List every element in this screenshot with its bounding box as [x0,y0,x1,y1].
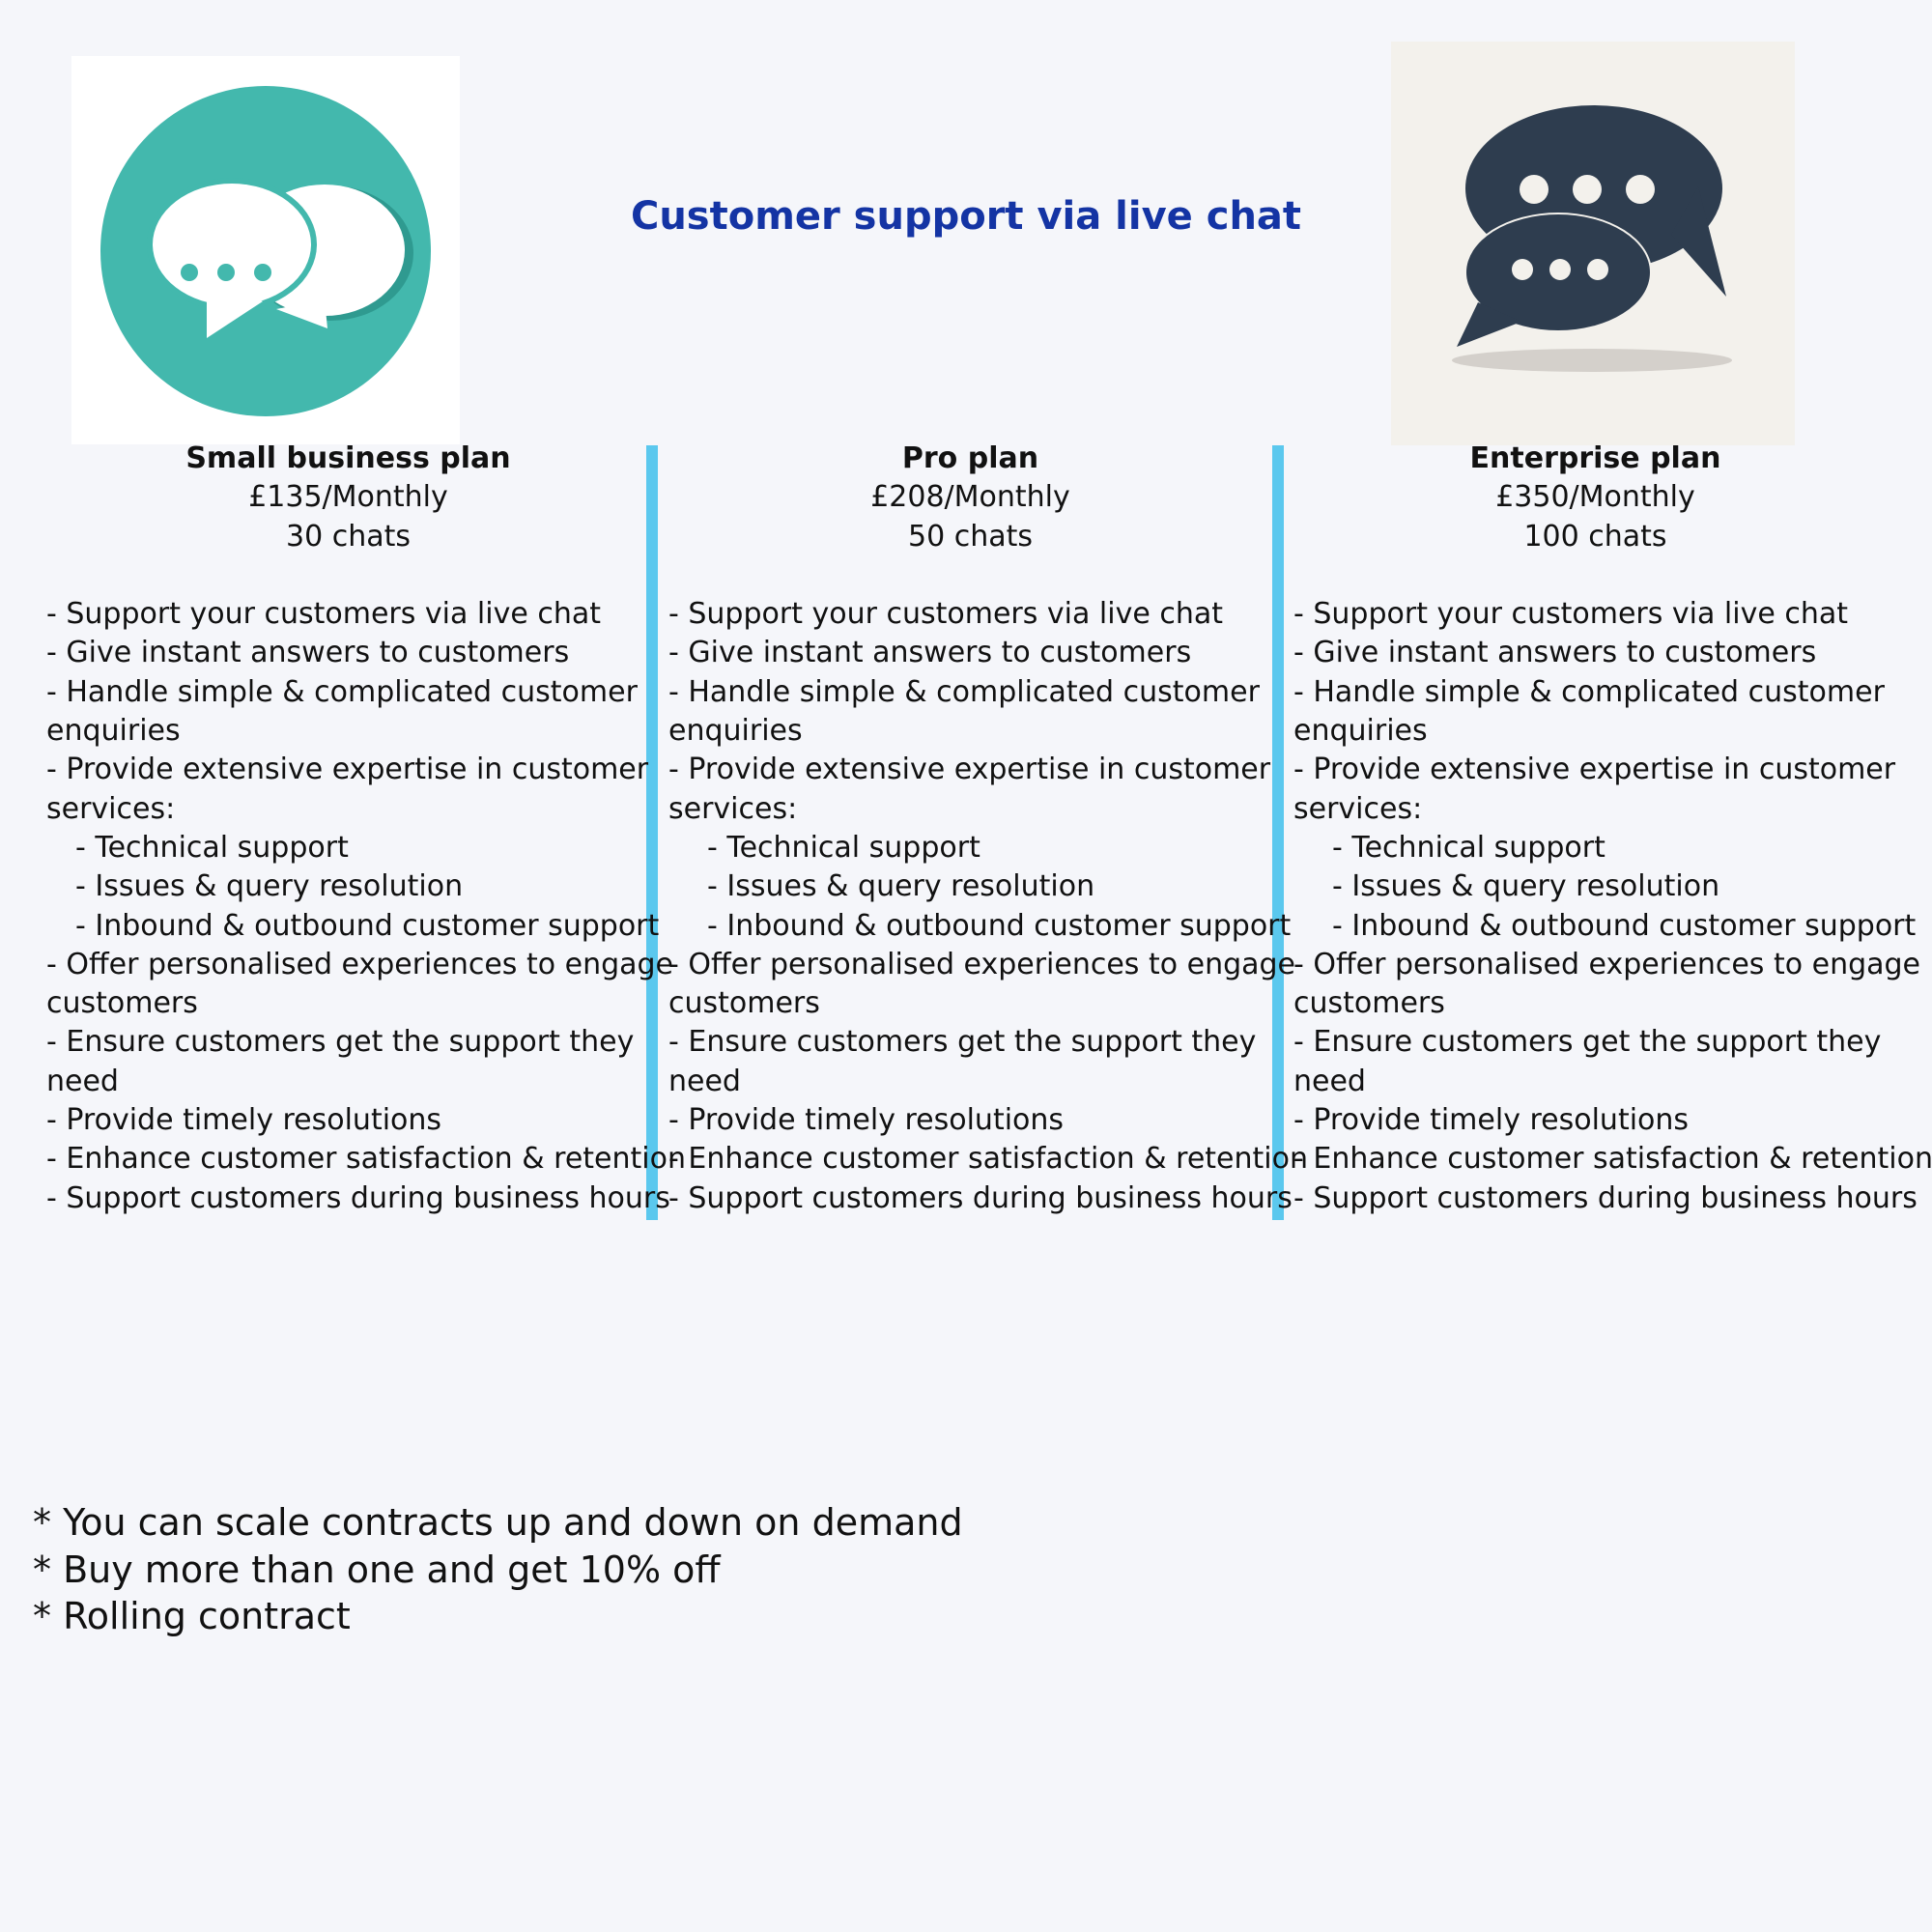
feature-item: enquiries [46,714,181,749]
feature-item: need [668,1064,741,1098]
feature-item: - Enhance customer satisfaction & retent… [46,1142,686,1177]
plan-price: £350/Monthly [1495,480,1695,515]
feature-subitem: - Technical support [1332,830,1605,865]
feature-item: - Offer personalised experiences to enga… [1293,947,1921,981]
feature-subitem: - Inbound & outbound customer support [1332,908,1917,943]
plan-name: Enterprise plan [1469,441,1721,475]
feature-item: - Enhance customer satisfaction & retent… [668,1142,1308,1177]
feature-item: - Handle simple & complicated customer [46,674,638,709]
feature-item: - Give instant answers to customers [668,636,1192,670]
feature-item: - Provide extensive expertise in custome… [668,753,1271,787]
feature-item: - Give instant answers to customers [46,636,570,670]
plan-price: £135/Monthly [248,480,448,515]
feature-subitem: - Technical support [707,830,980,865]
plan-chats: 100 chats [1523,519,1667,554]
feature-item: need [46,1064,119,1098]
feature-subitem: - Issues & query resolution [75,869,464,904]
feature-item: need [1293,1064,1366,1098]
feature-subitem: - Inbound & outbound customer support [707,908,1292,943]
feature-item: services: [668,791,798,826]
contract-notes: * You can scale contracts up and down on… [33,1499,963,1640]
plan-chats: 50 chats [908,519,1033,554]
feature-item: - Provide extensive expertise in custome… [46,753,649,787]
plan-header: Enterprise plan £350/Monthly 100 chats [1293,440,1897,556]
feature-item: services: [46,791,176,826]
page-title: Customer support via live chat [630,194,1302,239]
chat-logo-left [71,56,460,444]
feature-item: - Support your customers via live chat [46,597,601,632]
feature-item: - Support customers during business hour… [1293,1180,1918,1215]
column-divider [646,445,658,1220]
feature-item: - Support customers during business hour… [668,1180,1293,1215]
feature-list: - Support your customers via live chat -… [668,595,1308,1218]
feature-item: - Ensure customers get the support they [1293,1025,1882,1060]
feature-item: - Offer personalised experiences to enga… [46,947,674,981]
feature-item: customers [668,986,820,1021]
feature-item: - Support customers during business hour… [46,1180,670,1215]
plan-small-business: Small business plan £135/Monthly 30 chat… [46,440,686,1218]
feature-subitem: - Inbound & outbound customer support [75,908,660,943]
plan-chats: 30 chats [286,519,411,554]
feature-item: - Provide timely resolutions [1293,1103,1690,1138]
feature-item: customers [46,986,198,1021]
feature-item: - Support your customers via live chat [1293,597,1848,632]
feature-item: - Provide extensive expertise in custome… [1293,753,1896,787]
feature-item: - Ensure customers get the support they [668,1025,1257,1060]
chat-logo-right [1391,42,1795,445]
feature-item: enquiries [668,714,803,749]
feature-item: - Ensure customers get the support they [46,1025,635,1060]
feature-subitem: - Issues & query resolution [1332,869,1720,904]
plan-name: Pro plan [901,441,1039,475]
feature-item: - Offer personalised experiences to enga… [668,947,1296,981]
feature-item: - Provide timely resolutions [46,1103,442,1138]
feature-item: - Enhance customer satisfaction & retent… [1293,1142,1932,1177]
feature-list: - Support your customers via live chat -… [1293,595,1932,1218]
feature-item: services: [1293,791,1423,826]
feature-item: - Handle simple & complicated customer [668,674,1260,709]
feature-item: - Give instant answers to customers [1293,636,1817,670]
plan-name: Small business plan [185,441,511,475]
note-item: * Buy more than one and get 10% off [33,1548,721,1591]
note-item: * Rolling contract [33,1595,351,1637]
feature-item: customers [1293,986,1445,1021]
plan-enterprise: Enterprise plan £350/Monthly 100 chats -… [1293,440,1932,1218]
chat-bubbles-teal-circle-icon [100,86,431,416]
plan-price: £208/Monthly [870,480,1070,515]
plan-pro: Pro plan £208/Monthly 50 chats - Support… [668,440,1308,1218]
feature-item: - Support your customers via live chat [668,597,1223,632]
feature-item: enquiries [1293,714,1428,749]
chat-bubbles-dark-icon [1452,105,1732,372]
feature-subitem: - Issues & query resolution [707,869,1095,904]
feature-list: - Support your customers via live chat -… [46,595,686,1218]
feature-item: - Handle simple & complicated customer [1293,674,1885,709]
plan-header: Pro plan £208/Monthly 50 chats [668,440,1272,556]
feature-item: - Provide timely resolutions [668,1103,1065,1138]
feature-subitem: - Technical support [75,830,349,865]
plan-header: Small business plan £135/Monthly 30 chat… [46,440,650,556]
column-divider [1272,445,1284,1220]
note-item: * You can scale contracts up and down on… [33,1501,963,1544]
